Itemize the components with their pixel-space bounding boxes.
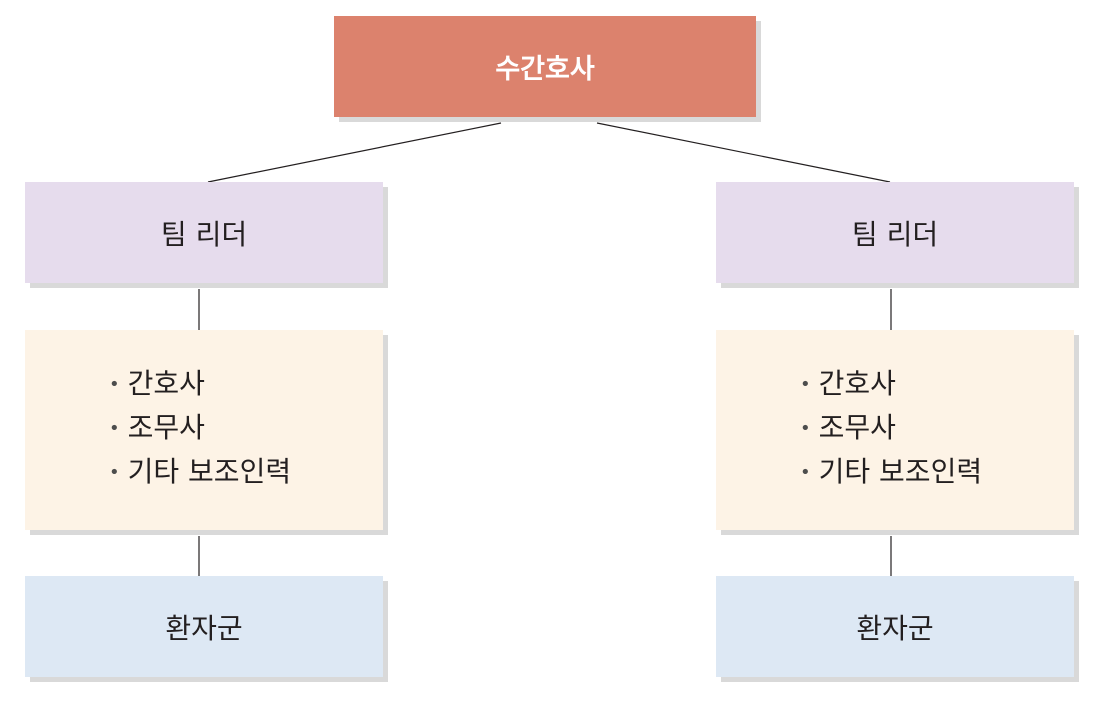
staff-item: 조무사 xyxy=(109,408,291,452)
team-leader-label: 팀 리더 xyxy=(160,217,248,251)
team-leader-box-left: 팀 리더 xyxy=(25,182,383,283)
staff-item: 기타 보조인력 xyxy=(109,452,291,496)
team-leader-box-right: 팀 리더 xyxy=(716,182,1074,283)
patient-group-box-right: 환자군 xyxy=(716,576,1074,677)
head-nurse-label: 수간호사 xyxy=(495,54,595,85)
connector-head-to-left-leader xyxy=(207,122,502,183)
team-staff-box-right: 간호사 조무사 기타 보조인력 xyxy=(716,330,1074,530)
staff-item: 간호사 xyxy=(109,364,291,408)
staff-list: 간호사 조무사 기타 보조인력 xyxy=(716,364,982,496)
patient-group-box-left: 환자군 xyxy=(25,576,383,677)
staff-item: 기타 보조인력 xyxy=(800,452,982,496)
team-leader-label: 팀 리더 xyxy=(851,217,939,251)
connector-head-to-right-leader xyxy=(596,122,891,183)
staff-list: 간호사 조무사 기타 보조인력 xyxy=(25,364,291,496)
team-staff-box-left: 간호사 조무사 기타 보조인력 xyxy=(25,330,383,530)
head-nurse-box: 수간호사 xyxy=(334,16,756,117)
staff-item: 간호사 xyxy=(800,364,982,408)
patient-group-label: 환자군 xyxy=(856,611,934,645)
patient-group-label: 환자군 xyxy=(165,611,243,645)
staff-item: 조무사 xyxy=(800,408,982,452)
